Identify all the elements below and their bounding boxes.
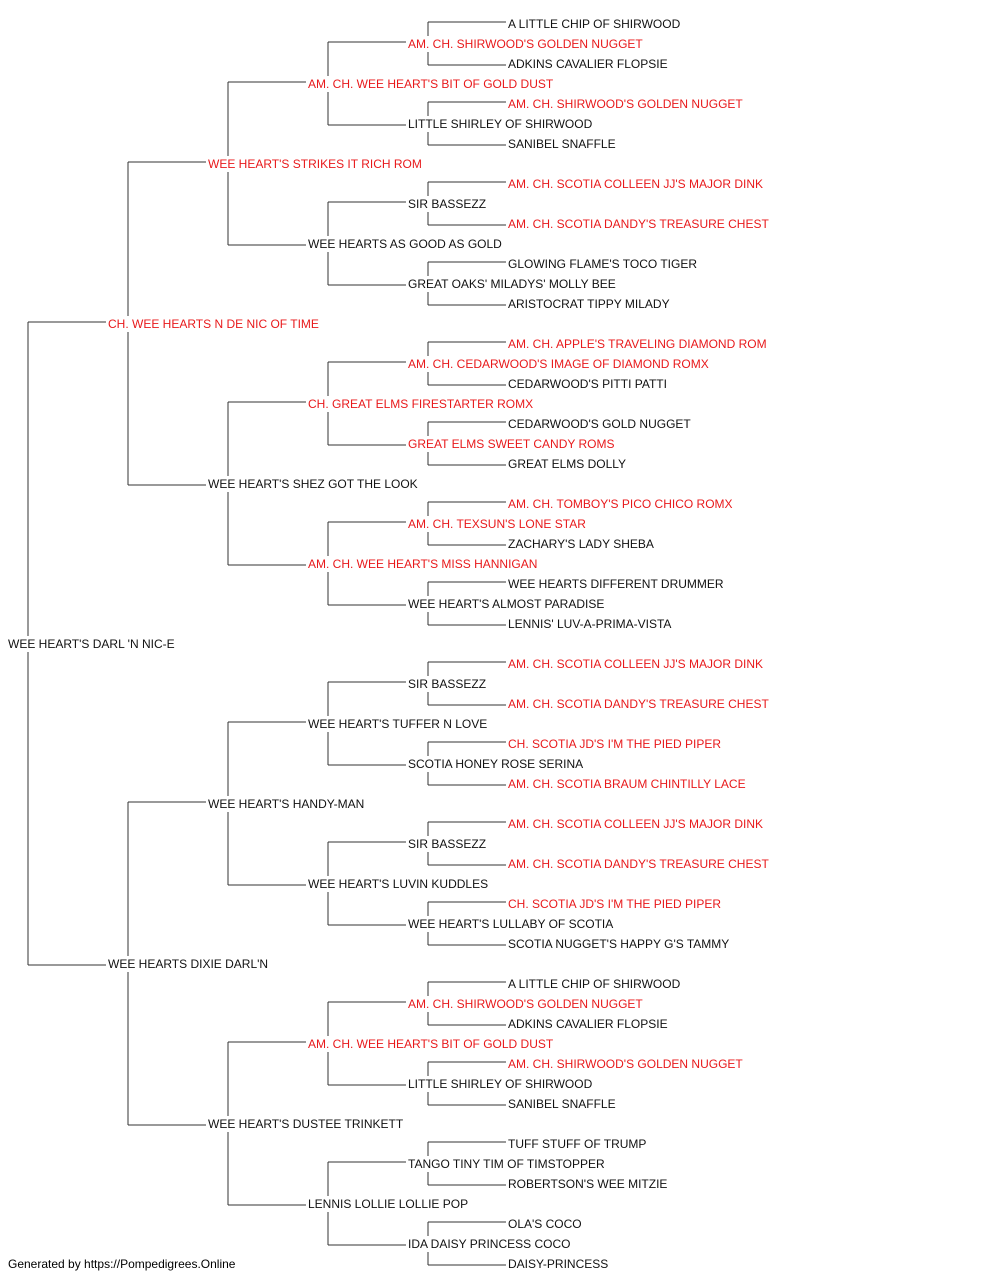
great-grandparent-name[interactable]: AM. CH. WEE HEART'S BIT OF GOLD DUST xyxy=(308,77,554,91)
undefined-name[interactable]: AM. CH. SCOTIA COLLEEN JJ'S MAJOR DINK xyxy=(508,817,763,831)
great-grandparent-name[interactable]: CH. GREAT ELMS FIRESTARTER ROMX xyxy=(308,397,533,411)
undefined-name[interactable]: A LITTLE CHIP OF SHIRWOOD xyxy=(508,977,681,991)
undefined-name[interactable]: AM. CH. APPLE'S TRAVELING DIAMOND ROM xyxy=(508,337,767,351)
undefined-name[interactable]: ADKINS CAVALIER FLOPSIE xyxy=(508,57,668,71)
undefined-name[interactable]: A LITTLE CHIP OF SHIRWOOD xyxy=(508,17,681,31)
undefined-name[interactable]: SANIBEL SNAFFLE xyxy=(508,137,616,151)
undefined-name[interactable]: ZACHARY'S LADY SHEBA xyxy=(508,537,654,551)
undefined-name[interactable]: CEDARWOOD'S GOLD NUGGET xyxy=(508,417,691,431)
great-grandparent-name[interactable]: WEE HEART'S LUVIN KUDDLES xyxy=(308,877,488,891)
great-great-grandparent-name[interactable]: IDA DAISY PRINCESS COCO xyxy=(408,1237,571,1251)
parent-name[interactable]: WEE HEARTS DIXIE DARL'N xyxy=(108,957,268,971)
undefined-name[interactable]: LENNIS' LUV-A-PRIMA-VISTA xyxy=(508,617,671,631)
grandparent-name[interactable]: WEE HEART'S SHEZ GOT THE LOOK xyxy=(208,477,418,491)
great-grandparent-name[interactable]: WEE HEARTS AS GOOD AS GOLD xyxy=(308,237,502,251)
undefined-name[interactable]: AM. CH. SCOTIA BRAUM CHINTILLY LACE xyxy=(508,777,746,791)
great-grandparent-name[interactable]: LENNIS LOLLIE LOLLIE POP xyxy=(308,1197,468,1211)
undefined-name[interactable]: AM. CH. SCOTIA COLLEEN JJ'S MAJOR DINK xyxy=(508,177,763,191)
footer-credit: Generated by https://Pompedigrees.Online xyxy=(8,1257,236,1271)
undefined-name[interactable]: ARISTOCRAT TIPPY MILADY xyxy=(508,297,670,311)
great-grandparent-name[interactable]: AM. CH. WEE HEART'S MISS HANNIGAN xyxy=(308,557,537,571)
undefined-name[interactable]: AM. CH. TOMBOY'S PICO CHICO ROMX xyxy=(508,497,733,511)
undefined-name[interactable]: AM. CH. SHIRWOOD'S GOLDEN NUGGET xyxy=(508,97,743,111)
undefined-name[interactable]: CEDARWOOD'S PITTI PATTI xyxy=(508,377,667,391)
grandparent-name[interactable]: WEE HEART'S HANDY-MAN xyxy=(208,797,364,811)
great-great-grandparent-name[interactable]: LITTLE SHIRLEY OF SHIRWOOD xyxy=(408,117,593,131)
grandparent-name[interactable]: WEE HEART'S STRIKES IT RICH ROM xyxy=(208,157,422,171)
great-great-grandparent-name[interactable]: SIR BASSEZZ xyxy=(408,197,486,211)
great-great-grandparent-name[interactable]: WEE HEART'S ALMOST PARADISE xyxy=(408,597,604,611)
undefined-name[interactable]: WEE HEARTS DIFFERENT DRUMMER xyxy=(508,577,724,591)
undefined-name[interactable]: SCOTIA NUGGET'S HAPPY G'S TAMMY xyxy=(508,937,729,951)
great-great-grandparent-name[interactable]: TANGO TINY TIM OF TIMSTOPPER xyxy=(408,1157,605,1171)
grandparent-name[interactable]: WEE HEART'S DUSTEE TRINKETT xyxy=(208,1117,404,1131)
great-great-grandparent-name[interactable]: GREAT OAKS' MILADYS' MOLLY BEE xyxy=(408,277,616,291)
undefined-name[interactable]: AM. CH. SCOTIA COLLEEN JJ'S MAJOR DINK xyxy=(508,657,763,671)
undefined-name[interactable]: AM. CH. SCOTIA DANDY'S TREASURE CHEST xyxy=(508,857,769,871)
undefined-name[interactable]: TUFF STUFF OF TRUMP xyxy=(508,1137,646,1151)
great-great-grandparent-name[interactable]: LITTLE SHIRLEY OF SHIRWOOD xyxy=(408,1077,593,1091)
subject-name[interactable]: WEE HEART'S DARL 'N NIC-E xyxy=(8,637,175,651)
undefined-name[interactable]: OLA'S COCO xyxy=(508,1217,582,1231)
great-great-grandparent-name[interactable]: AM. CH. TEXSUN'S LONE STAR xyxy=(408,517,586,531)
undefined-name[interactable]: SANIBEL SNAFFLE xyxy=(508,1097,616,1111)
undefined-name[interactable]: GREAT ELMS DOLLY xyxy=(508,457,626,471)
great-great-grandparent-name[interactable]: AM. CH. SHIRWOOD'S GOLDEN NUGGET xyxy=(408,37,643,51)
undefined-name[interactable]: GLOWING FLAME'S TOCO TIGER xyxy=(508,257,697,271)
great-great-grandparent-name[interactable]: SCOTIA HONEY ROSE SERINA xyxy=(408,757,583,771)
undefined-name[interactable]: AM. CH. SCOTIA DANDY'S TREASURE CHEST xyxy=(508,697,769,711)
great-grandparent-name[interactable]: WEE HEART'S TUFFER N LOVE xyxy=(308,717,487,731)
undefined-name[interactable]: AM. CH. SCOTIA DANDY'S TREASURE CHEST xyxy=(508,217,769,231)
great-great-grandparent-name[interactable]: WEE HEART'S LULLABY OF SCOTIA xyxy=(408,917,613,931)
undefined-name[interactable]: AM. CH. SHIRWOOD'S GOLDEN NUGGET xyxy=(508,1057,743,1071)
undefined-name[interactable]: CH. SCOTIA JD'S I'M THE PIED PIPER xyxy=(508,897,721,911)
great-great-grandparent-name[interactable]: SIR BASSEZZ xyxy=(408,837,486,851)
undefined-name[interactable]: ADKINS CAVALIER FLOPSIE xyxy=(508,1017,668,1031)
great-grandparent-name[interactable]: AM. CH. WEE HEART'S BIT OF GOLD DUST xyxy=(308,1037,554,1051)
great-great-grandparent-name[interactable]: AM. CH. SHIRWOOD'S GOLDEN NUGGET xyxy=(408,997,643,1011)
undefined-name[interactable]: ROBERTSON'S WEE MITZIE xyxy=(508,1177,667,1191)
undefined-name[interactable]: CH. SCOTIA JD'S I'M THE PIED PIPER xyxy=(508,737,721,751)
great-great-grandparent-name[interactable]: GREAT ELMS SWEET CANDY ROMS xyxy=(408,437,614,451)
great-great-grandparent-name[interactable]: SIR BASSEZZ xyxy=(408,677,486,691)
parent-name[interactable]: CH. WEE HEARTS N DE NIC OF TIME xyxy=(108,317,319,331)
undefined-name[interactable]: DAISY-PRINCESS xyxy=(508,1257,608,1271)
great-great-grandparent-name[interactable]: AM. CH. CEDARWOOD'S IMAGE OF DIAMOND ROM… xyxy=(408,357,709,371)
